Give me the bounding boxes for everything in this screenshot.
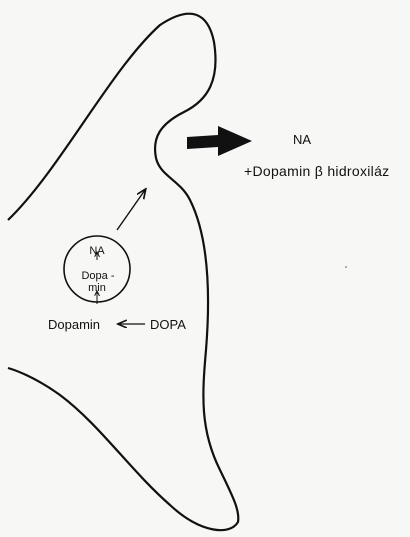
- transport-arrow: [117, 190, 145, 230]
- stray-dot: [345, 266, 347, 268]
- dopamin-label: Dopamin: [48, 317, 100, 332]
- dopamin-hydroxylase-label: +Dopamin β hidroxiláz: [244, 163, 389, 179]
- na-release-label: NA: [293, 132, 311, 147]
- release-arrow: [187, 126, 252, 156]
- dopa-label: DOPA: [150, 317, 186, 332]
- nerve-terminal-outline: [8, 14, 238, 530]
- vesicle-min-label: min: [88, 282, 106, 294]
- vesicle-na-label: NA: [89, 245, 105, 257]
- vesicle-dopa-label: Dopa -: [81, 270, 114, 282]
